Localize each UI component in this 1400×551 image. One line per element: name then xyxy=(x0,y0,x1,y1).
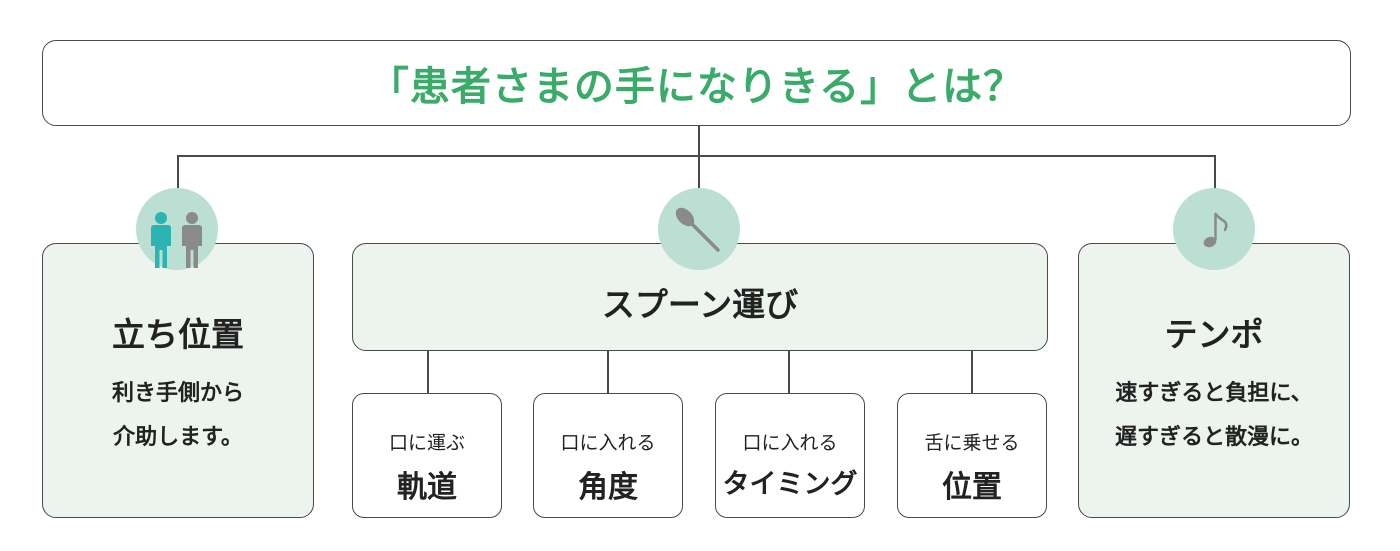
category-position-box: 立ち位置 利き手側から 介助します。 xyxy=(42,243,314,518)
subitem-main-4: 位置 xyxy=(942,470,1002,505)
subitem-top-4: 舌に乗せる xyxy=(924,432,1020,454)
spoon-icon xyxy=(675,207,720,252)
category-position-desc-line1: 利き手側から xyxy=(111,381,244,406)
category-tempo-desc-line1: 速すぎると負担に、 xyxy=(1115,381,1313,406)
subitem-box-1: 口に運ぶ 軌道 xyxy=(352,393,502,518)
category-position-desc-line2: 介助します。 xyxy=(113,425,243,450)
connector-sub-3 xyxy=(788,351,790,393)
subitem-box-4: 舌に乗せる 位置 xyxy=(897,393,1047,518)
connector-horizontal xyxy=(177,155,1215,157)
connector-right-down xyxy=(1214,155,1216,195)
connector-left-down xyxy=(177,155,179,195)
title-box: 「患者さまの手になりきる」とは？ xyxy=(42,40,1351,126)
subitem-box-2: 口に入れる 角度 xyxy=(533,393,683,518)
subitem-top-2: 口に入れる xyxy=(560,432,656,454)
category-position-title: 立ち位置 xyxy=(112,315,244,354)
subitem-main-2: 角度 xyxy=(578,470,638,505)
spoon-icon-circle xyxy=(658,188,740,270)
connector-sub-4 xyxy=(971,351,973,393)
connector-sub-1 xyxy=(427,351,429,393)
subitem-main-3: タイミング xyxy=(722,469,858,500)
people-icon-circle xyxy=(136,188,218,270)
category-tempo-title: テンポ xyxy=(1164,315,1264,354)
category-spoon-title: スプーン運び xyxy=(601,285,799,324)
diagram-title: 「患者さまの手になりきる」とは？ xyxy=(368,64,1025,110)
subitem-top-3: 口に入れる xyxy=(742,432,838,454)
people-icon xyxy=(151,212,202,268)
subitem-top-1: 口に運ぶ xyxy=(388,432,465,454)
subitem-box-3: 口に入れる タイミング xyxy=(715,393,865,518)
connector-center-down xyxy=(698,155,700,195)
subitem-main-1: 軌道 xyxy=(397,470,457,505)
music-note-icon-circle xyxy=(1173,188,1255,270)
music-note-icon xyxy=(1203,212,1228,248)
connector-sub-2 xyxy=(607,351,609,393)
category-tempo-box: テンポ 速すぎると負担に、 遅すぎると散漫に。 xyxy=(1078,243,1350,518)
category-tempo-desc-line2: 遅すぎると散漫に。 xyxy=(1114,425,1313,450)
connector-title-down xyxy=(698,126,700,156)
